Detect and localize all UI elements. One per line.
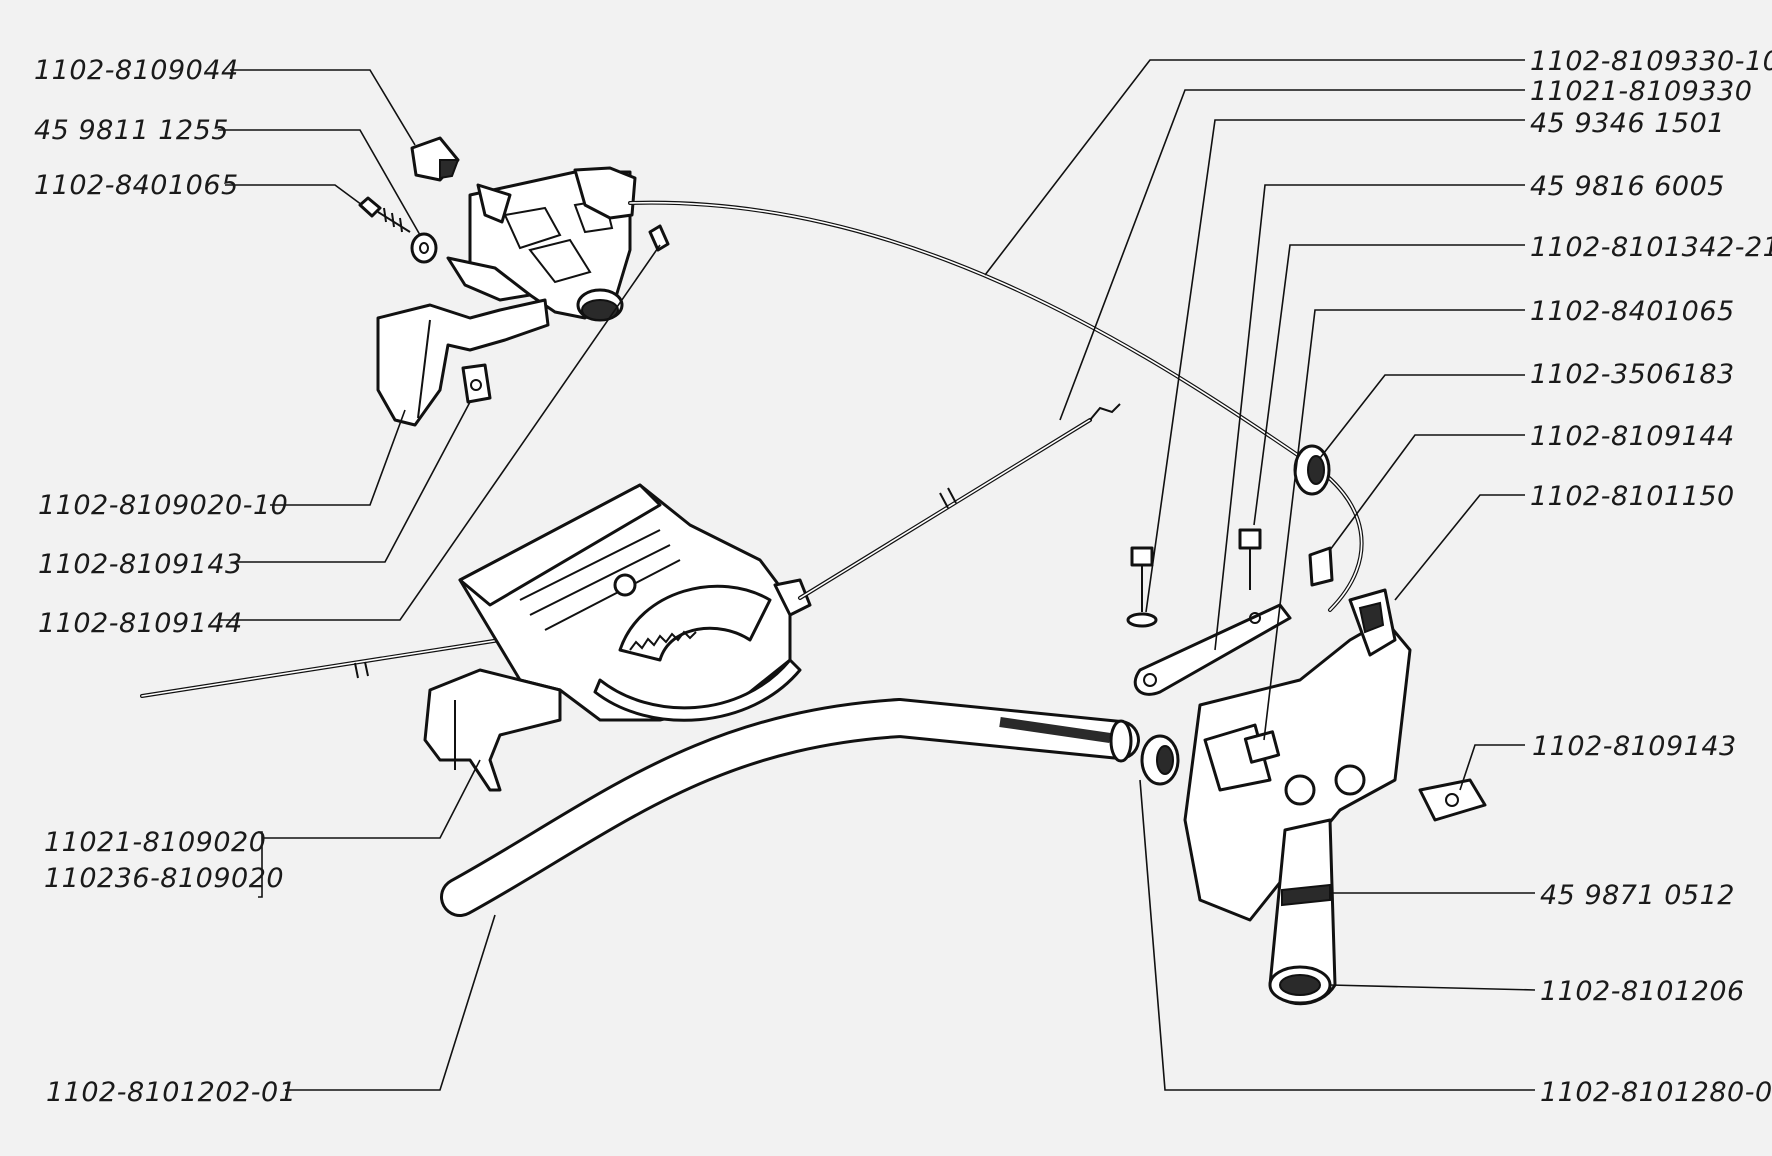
- label-1102-8401065-left: 1102-8401065: [34, 170, 239, 201]
- label-1102-8101342-21: 1102-8101342-21: [1530, 232, 1772, 263]
- label-1102-8109330-10: 1102-8109330-10: [1530, 46, 1772, 77]
- heater-tap-assembly: [1126, 528, 1487, 1006]
- label-45-9816-6005: 45 9816 6005: [1530, 171, 1725, 202]
- label-45-9811-1255: 45 9811 1255: [34, 115, 229, 146]
- label-1102-8109143-right: 1102-8109143: [1532, 731, 1737, 762]
- upper-bracket-assembly: [358, 136, 670, 427]
- label-1102-8401065-right: 1102-8401065: [1530, 296, 1735, 327]
- part-labels: 1102-8109044 45 9811 1255 1102-8401065 1…: [34, 46, 1772, 1108]
- label-1102-8109044: 1102-8109044: [34, 55, 239, 86]
- label-1102-8101280-01: 1102-8101280-01: [1540, 1077, 1772, 1108]
- leader-lines: [218, 59, 1536, 1091]
- label-1102-8109143-left: 1102-8109143: [38, 549, 243, 580]
- label-45-9346-1501: 45 9346 1501: [1530, 108, 1725, 139]
- label-1102-3506183: 1102-3506183: [1530, 359, 1735, 390]
- label-1102-8109020-10: 1102-8109020-10: [38, 490, 288, 521]
- label-110236-8109020: 110236-8109020: [44, 863, 284, 894]
- label-11021-8109020: 11021-8109020: [44, 827, 266, 858]
- label-1102-8109144-right: 1102-8109144: [1530, 421, 1735, 452]
- label-1102-8101202-01: 1102-8101202-01: [46, 1077, 296, 1108]
- heater-control-unit: [140, 403, 1121, 792]
- label-1102-8101150: 1102-8101150: [1530, 481, 1735, 512]
- label-1102-8101206: 1102-8101206: [1540, 976, 1745, 1007]
- heater-hose: [440, 697, 1140, 917]
- label-45-9871-0512: 45 9871 0512: [1540, 880, 1735, 911]
- label-11021-8109330: 11021-8109330: [1530, 76, 1752, 107]
- label-1102-8109144-left: 1102-8109144: [38, 608, 243, 639]
